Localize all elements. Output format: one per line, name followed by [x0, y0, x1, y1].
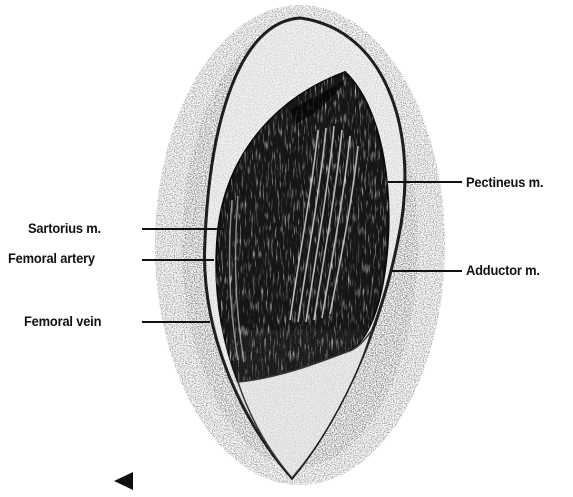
label-femoral-artery: Femoral artery [8, 250, 95, 266]
label-sartorius: Sartorius m. [28, 220, 101, 236]
label-pectineus: Pectineus m. [466, 174, 543, 190]
label-femoral-vein: Femoral vein [24, 313, 101, 329]
left-triangle-icon [114, 472, 133, 490]
label-adductor: Adductor m. [466, 262, 540, 278]
